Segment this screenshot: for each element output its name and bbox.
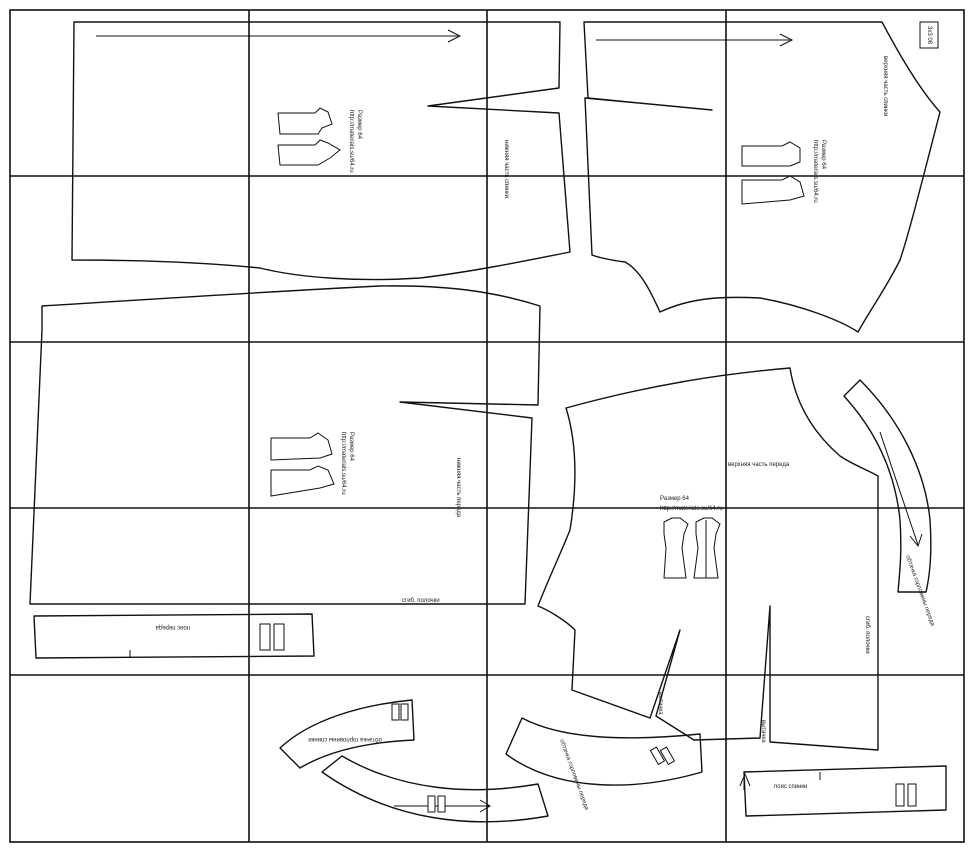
front-neck-facing-label: обтачка горловины переда <box>558 739 589 812</box>
piece-lower-front: нижняя часть переда сгиб. полочки Размер… <box>29 285 541 605</box>
lower-back-url: http://materials.su/64.ru <box>348 110 354 173</box>
upper-front-url: http://materials.su/64.ru <box>660 506 723 512</box>
sheet-code: 3х3 08 <box>926 26 932 45</box>
dress-icon-upper-front <box>663 517 721 579</box>
upper-back-label: верхняя часть спинки <box>882 56 888 116</box>
lower-front-url: http://materials.su/64.ru <box>340 432 346 495</box>
curved-facing-right-label: обтачка горловины переда <box>904 555 935 628</box>
lower-back-label: нижняя часть спинки <box>503 140 509 198</box>
upper-front-size: Размер 64 <box>660 496 690 502</box>
dress-icon-back-belt <box>895 783 917 807</box>
upper-back-size: Размер 64 <box>820 140 826 170</box>
upper-front-label: верхняя часть переда <box>728 462 790 468</box>
piece-back-belt: пояс спинки <box>739 765 947 817</box>
upper-back-url: http://materials.su/64.ru <box>812 140 818 203</box>
sheet-code-box: 3х3 08 <box>919 21 939 49</box>
front-fold-label: сгиб. полочки <box>402 598 440 604</box>
piece-back-neck-facing: обтачка горловины спинки <box>279 699 415 769</box>
lower-front-size: Размер 64 <box>348 432 354 462</box>
piece-front-belt: пояс переда <box>33 613 315 659</box>
tile-grid <box>9 9 965 843</box>
piece-upper-front: верхняя часть переда сгиб. полочки Разме… <box>537 367 879 751</box>
piece-curved-facing-right: обтачка горловины переда <box>843 379 936 628</box>
back-belt-label: пояс спинки <box>774 784 807 790</box>
lower-front-label: нижняя часть переда <box>455 458 461 518</box>
piece-front-neck-facing: обтачка горловины переда <box>505 717 703 812</box>
lower-back-size: Размер 64 <box>356 110 362 140</box>
dress-icon-front-neck <box>649 746 676 766</box>
back-neck-facing-label: обтачка горловины спинки <box>308 736 382 742</box>
dress-icon-back-neck <box>391 703 409 721</box>
dress-icon-upper-back <box>741 141 805 205</box>
dress-icon-lower-back <box>277 107 341 166</box>
dress-icon-neck-facing-lower <box>427 795 446 813</box>
dart-label-2: вытачка <box>760 720 766 743</box>
upper-front-fold: сгиб. полочки <box>864 616 870 654</box>
piece-lower-back: нижняя часть спинки Размер 64 http://mat… <box>71 21 571 281</box>
dress-icon-lower-front <box>270 432 335 497</box>
dart-label: вытачка <box>657 692 663 715</box>
dress-icon-front-belt <box>259 623 285 651</box>
piece-upper-back: верхняя часть спинки Размер 64 http://ma… <box>583 21 941 333</box>
front-belt-label: пояс переда <box>155 624 190 630</box>
